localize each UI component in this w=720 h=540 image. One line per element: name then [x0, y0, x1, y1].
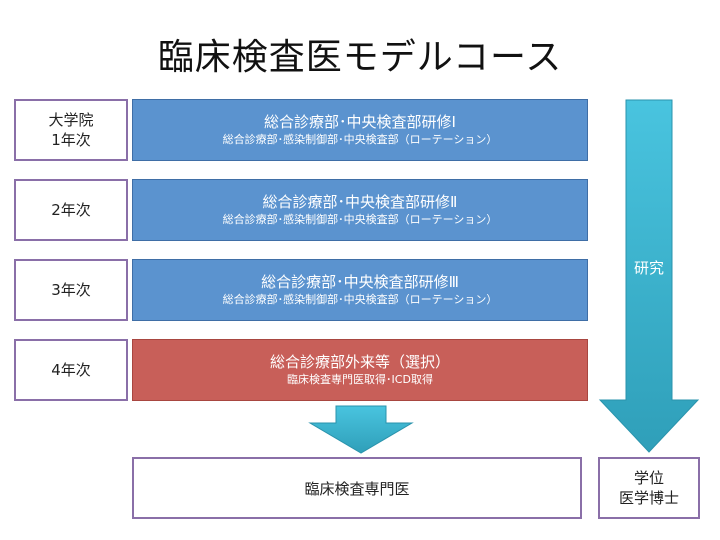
- year-box-4: 4年次: [14, 339, 128, 401]
- training-title: 総合診療部外来等（選択）: [269, 353, 450, 371]
- training-title: 総合診療部･中央検査部研修Ⅱ: [262, 193, 458, 211]
- year-box-2: 2年次: [14, 179, 128, 241]
- training-bar-2: 総合診療部･中央検査部研修Ⅱ 総合診療部･感染制御部･中央検査部（ローテーション…: [132, 179, 588, 241]
- degree-label-line2: 医学博士: [618, 489, 679, 507]
- training-detail: 総合診療部･感染制御部･中央検査部（ローテーション）: [222, 293, 498, 306]
- year-label-line2: 1年次: [51, 131, 91, 149]
- research-label: 研究: [633, 259, 664, 277]
- year-label-line1: 大学院: [48, 111, 94, 129]
- year-label-line1: 4年次: [51, 361, 91, 379]
- training-detail: 臨床検査専門医取得･ICD取得: [287, 373, 433, 386]
- year-label-line1: 2年次: [51, 201, 91, 219]
- training-title: 総合診療部･中央検査部研修Ⅲ: [261, 273, 459, 291]
- training-bar-4: 総合診療部外来等（選択） 臨床検査専門医取得･ICD取得: [132, 339, 588, 401]
- training-detail: 総合診療部･感染制御部･中央検査部（ローテーション）: [222, 213, 498, 226]
- degree-box: 学位 医学博士: [598, 457, 700, 519]
- year-box-3: 3年次: [14, 259, 128, 321]
- research-down-arrow-icon: [598, 99, 700, 453]
- training-bar-1: 総合診療部･中央検査部研修Ⅰ 総合診療部･感染制御部･中央検査部（ローテーション…: [132, 99, 588, 161]
- year-box-1: 大学院 1年次: [14, 99, 128, 161]
- training-title: 総合診療部･中央検査部研修Ⅰ: [264, 113, 456, 131]
- degree-label-line1: 学位: [633, 469, 664, 487]
- result-box: 臨床検査専門医: [132, 457, 582, 519]
- page-title: 臨床検査医モデルコース: [157, 37, 563, 78]
- result-down-arrow-icon: [308, 405, 414, 454]
- result-label: 臨床検査専門医: [304, 479, 410, 498]
- year-label-line1: 3年次: [51, 281, 91, 299]
- training-detail: 総合診療部･感染制御部･中央検査部（ローテーション）: [222, 133, 498, 146]
- training-bar-3: 総合診療部･中央検査部研修Ⅲ 総合診療部･感染制御部･中央検査部（ローテーション…: [132, 259, 588, 321]
